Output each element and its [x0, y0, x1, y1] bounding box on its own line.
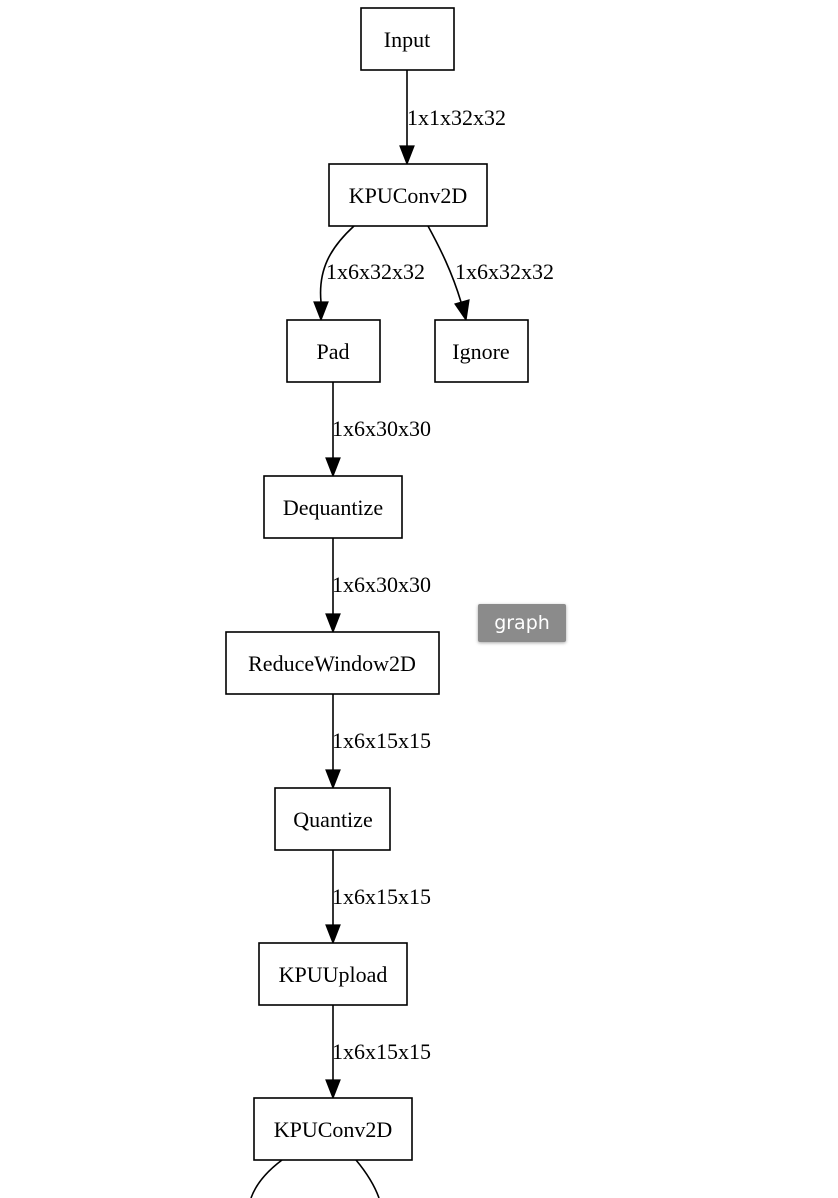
graph-tooltip: graph: [478, 604, 566, 642]
edge-label: 1x6x15x15: [332, 728, 431, 753]
edge-pad-to-dequantize: 1x6x30x30: [325, 382, 431, 478]
node-pad[interactable]: Pad: [286, 319, 381, 383]
edge-reducewindow2d-to-quantize: 1x6x15x15: [325, 694, 431, 790]
node-label: Pad: [317, 339, 350, 364]
node-label: ReduceWindow2D: [248, 651, 416, 676]
node-kpuconv2d[interactable]: KPUConv2D: [328, 163, 488, 227]
node-label: KPUConv2D: [349, 183, 468, 208]
edge-label: 1x6x15x15: [332, 884, 431, 909]
edge-kpuconv2d-to-pad: 1x6x32x32: [313, 225, 425, 322]
edge-label: 1x6x30x30: [332, 572, 431, 597]
edge-dequantize-to-reducewindow2d: 1x6x30x30: [325, 538, 431, 634]
edge-label: 1x6x30x30: [332, 416, 431, 441]
node-label: Input: [384, 27, 430, 52]
edge-label: 1x6x32x32: [455, 259, 554, 284]
edge-kpuupload-to-kpuconv2d: 1x6x15x15: [325, 1005, 431, 1100]
node-input[interactable]: Input: [360, 7, 455, 71]
node-kpuconv2d-second[interactable]: KPUConv2D: [253, 1097, 413, 1161]
edge-quantize-to-kpuupload: 1x6x15x15: [325, 850, 431, 945]
edge-label: 1x6x32x32: [326, 259, 425, 284]
node-ignore[interactable]: Ignore: [434, 319, 529, 383]
edge-kpuconv2d-out-right: [355, 1159, 380, 1198]
node-label: Dequantize: [283, 495, 383, 520]
edge-kpuconv2d-to-ignore: 1x6x32x32: [427, 225, 554, 322]
edge-input-to-kpuconv2d: 1x1x32x32: [399, 70, 506, 166]
edge-label: 1x1x32x32: [407, 105, 506, 130]
edge-label: 1x6x15x15: [332, 1039, 431, 1064]
node-label: Quantize: [293, 807, 372, 832]
node-quantize[interactable]: Quantize: [274, 787, 391, 851]
node-label: Ignore: [452, 339, 509, 364]
node-label: KPUUpload: [279, 962, 388, 987]
node-label: KPUConv2D: [274, 1117, 393, 1142]
node-dequantize[interactable]: Dequantize: [263, 475, 403, 539]
node-reducewindow2d[interactable]: ReduceWindow2D: [225, 631, 440, 695]
node-kpuupload[interactable]: KPUUpload: [258, 942, 408, 1006]
edge-kpuconv2d-out-left: [250, 1159, 283, 1198]
